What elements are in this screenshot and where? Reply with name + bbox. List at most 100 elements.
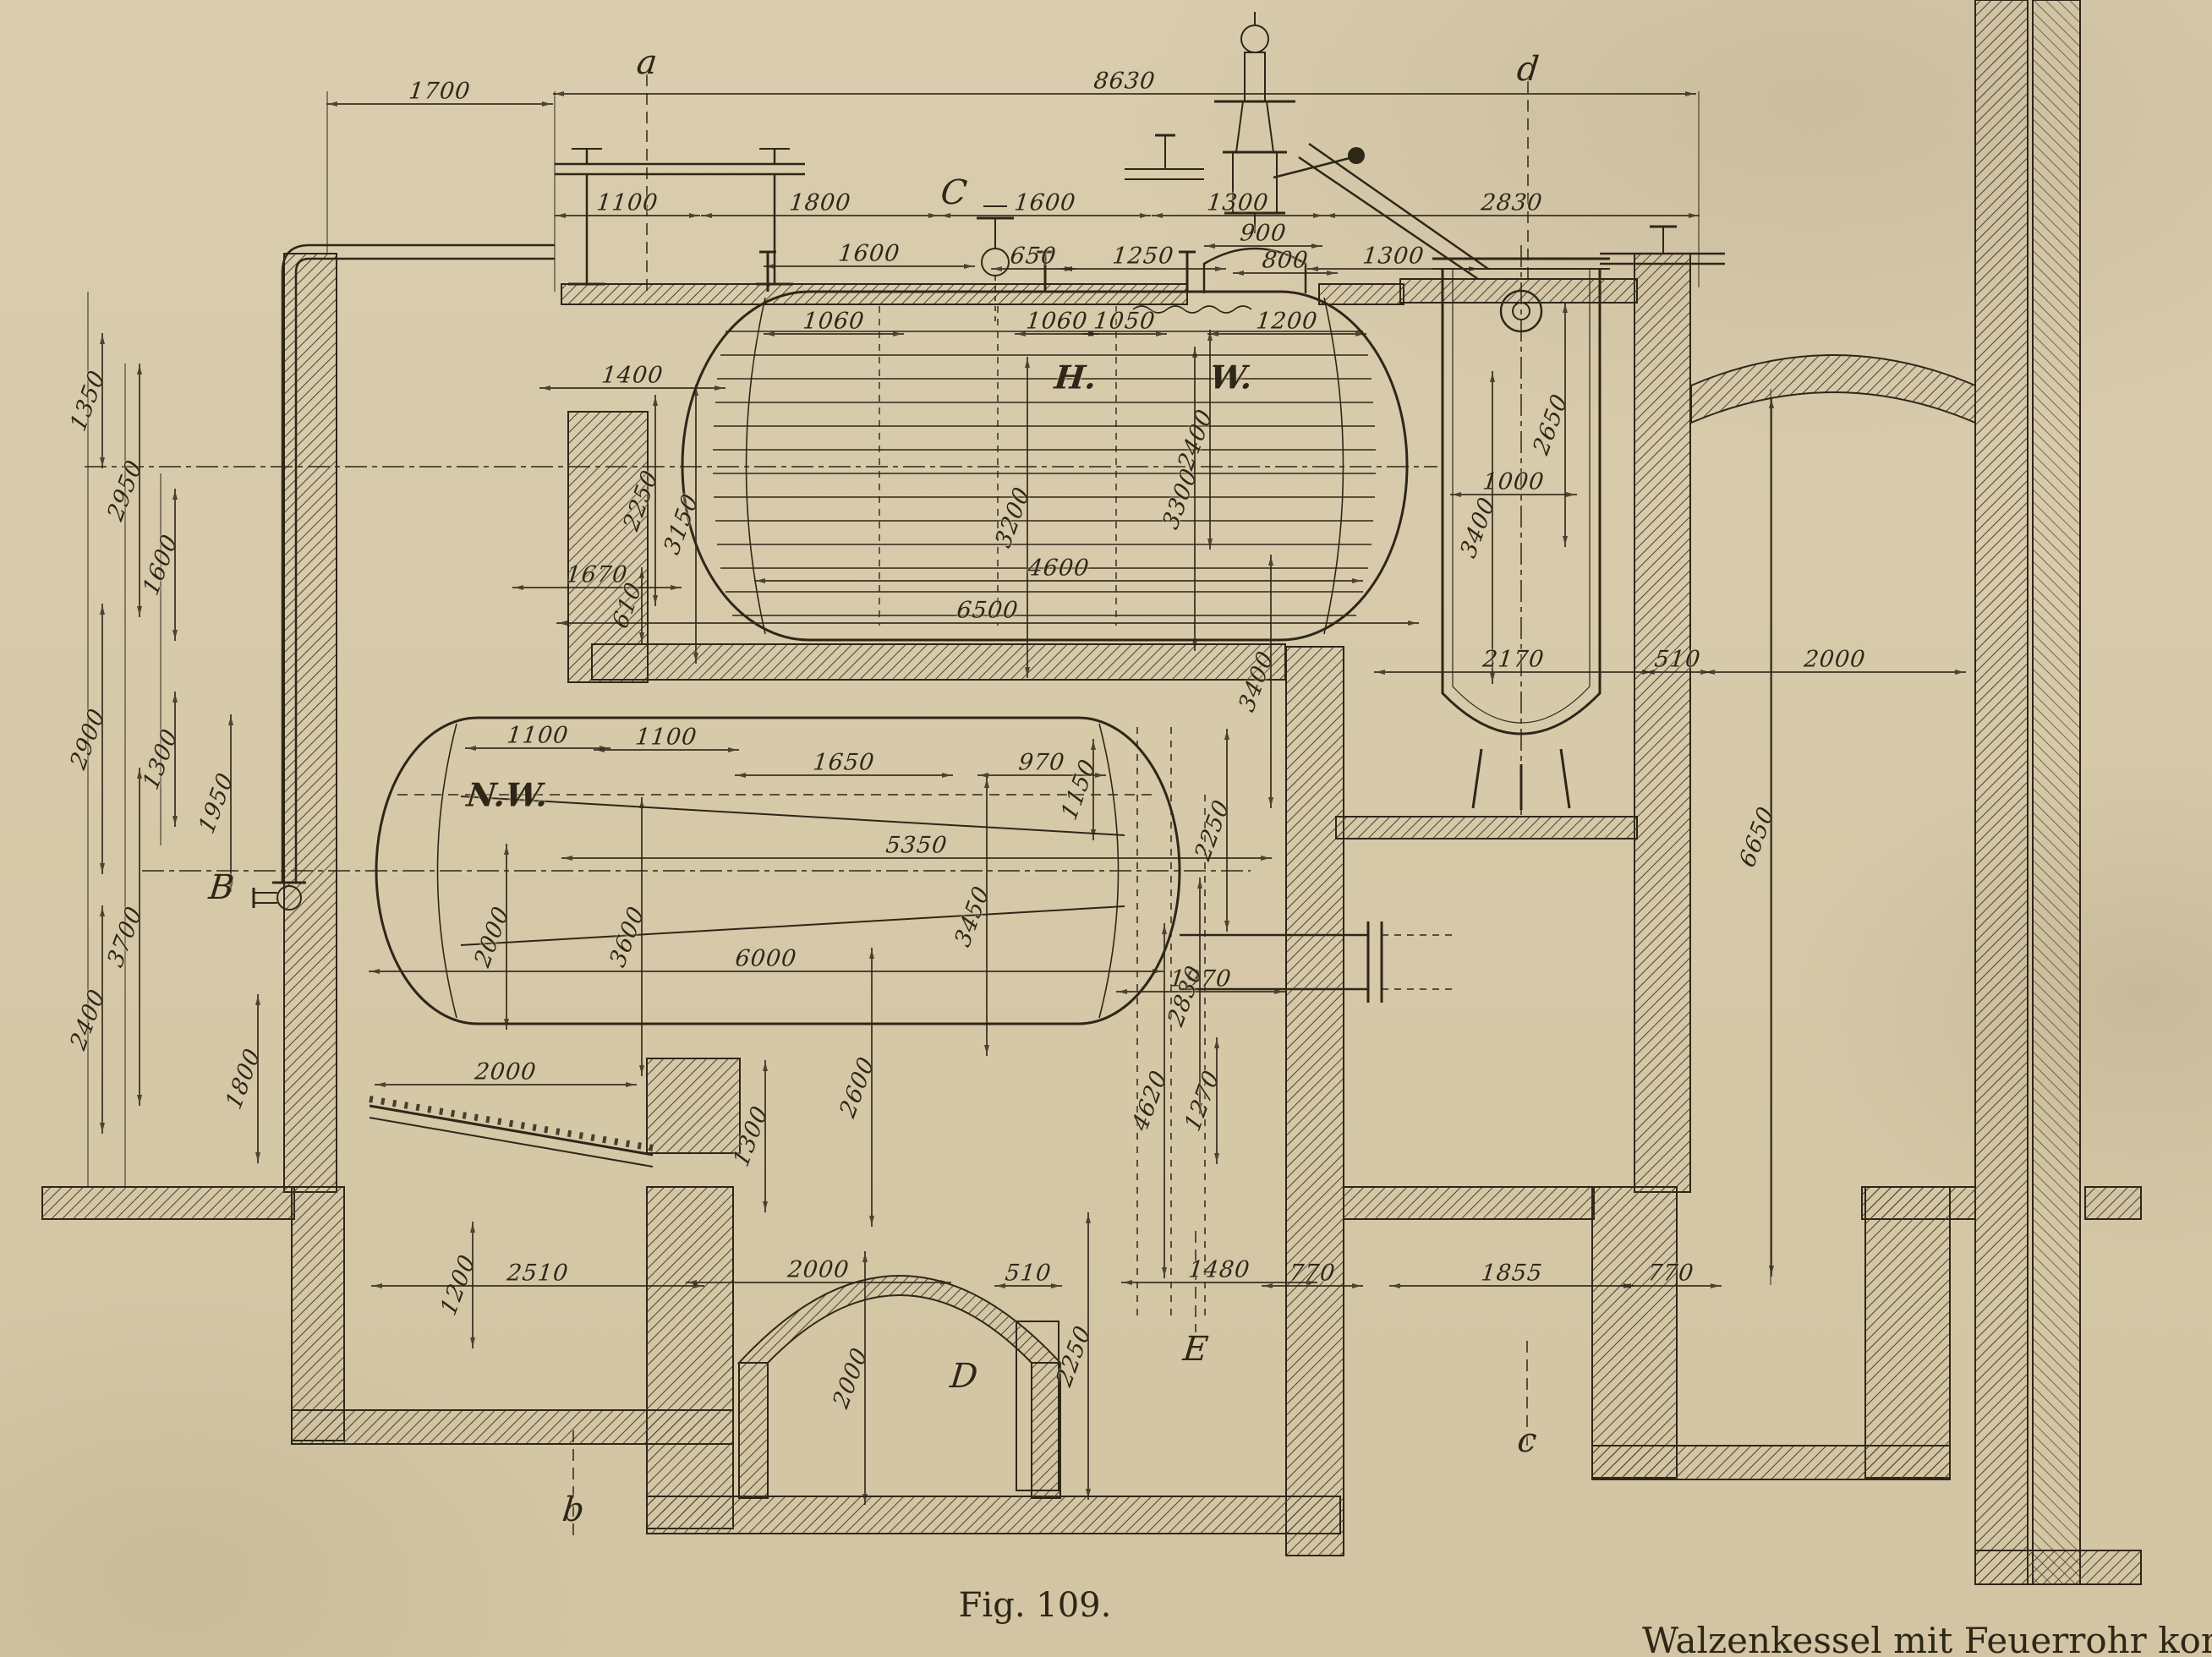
dimension-line xyxy=(99,604,105,874)
section-letter: H. xyxy=(1053,358,1098,396)
top-steam-pipe xyxy=(555,148,805,286)
fire-tubes xyxy=(713,331,1376,616)
dimension-line xyxy=(1374,669,1653,675)
dimension-line xyxy=(1224,729,1229,932)
dimension-line xyxy=(764,331,904,336)
dimension-label: 2000 xyxy=(469,902,515,971)
dimension-label: 2510 xyxy=(506,1260,570,1287)
dimension-line xyxy=(994,1282,1062,1288)
dimension-line xyxy=(638,797,644,1076)
dimension-line xyxy=(172,489,178,641)
dimension-label: 1700 xyxy=(408,78,472,105)
dimension-label: 2170 xyxy=(1481,646,1546,673)
dimension-line xyxy=(1620,1282,1722,1288)
dimension-line xyxy=(555,212,700,218)
dimension-label: 2000 xyxy=(1803,646,1867,673)
dimension-line xyxy=(862,1251,868,1505)
dimension-label: 8630 xyxy=(1092,68,1157,95)
dimension-label: 2250 xyxy=(1190,796,1235,865)
dimension-label: 1650 xyxy=(812,749,876,776)
dimension-line xyxy=(553,90,1696,96)
left-standpipe xyxy=(252,243,555,911)
dimension-line xyxy=(1704,669,1966,675)
dimension-label: 2950 xyxy=(102,456,148,525)
section-letter: N.W. xyxy=(464,775,550,814)
dimension-line xyxy=(735,772,953,778)
dimension-label: 1400 xyxy=(600,362,665,389)
dimension-label: 1250 xyxy=(1111,243,1175,270)
dimension-label: 770 xyxy=(1288,1260,1337,1287)
dimension-line xyxy=(686,1279,951,1285)
dimension-label: 4620 xyxy=(1127,1066,1173,1135)
dimension-line xyxy=(693,385,698,664)
dimension-label: 1200 xyxy=(1255,308,1319,335)
dimension-line xyxy=(1191,347,1197,651)
dimension-label: 1100 xyxy=(595,189,660,216)
dimension-label: 3150 xyxy=(659,489,704,559)
section-letter: d xyxy=(1514,50,1541,89)
dimension-line xyxy=(594,746,739,752)
dimension-label: 1300 xyxy=(728,1102,774,1171)
dimension-label: 1050 xyxy=(1092,308,1157,335)
dimension-line xyxy=(1082,331,1167,336)
dimension-line xyxy=(652,395,658,606)
dimension-label: 770 xyxy=(1646,1260,1695,1287)
masonry-walls xyxy=(41,0,2142,1585)
section-letter: B xyxy=(206,868,237,907)
dimension-line xyxy=(1768,397,1774,1277)
dimension-label: 900 xyxy=(1239,220,1288,247)
dimension-label: 2900 xyxy=(65,704,111,774)
dimension-label: 2000 xyxy=(474,1058,538,1086)
dimension-line xyxy=(1204,243,1322,249)
dimension-label: 3200 xyxy=(990,483,1036,552)
section-letter: c xyxy=(1515,1421,1539,1460)
dimension-line xyxy=(503,844,509,1030)
flue-passages xyxy=(1016,727,1206,1491)
dimension-label: 1800 xyxy=(221,1044,266,1113)
dimension-label: 1300 xyxy=(1361,243,1426,270)
section-letter: D xyxy=(948,1357,980,1396)
dimension-line xyxy=(1389,1282,1634,1288)
dimension-line xyxy=(1116,988,1285,994)
figure-subcaption: Walzenkessel mit Feuerrohr kombiniert vo xyxy=(1642,1620,2212,1657)
dimension-label: 2400 xyxy=(65,985,111,1054)
dimension-label: 1600 xyxy=(138,530,183,599)
dimension-line xyxy=(1060,265,1226,271)
dimension-line xyxy=(868,948,874,1227)
dimension-label: 6000 xyxy=(734,945,798,972)
dimension-label: 1800 xyxy=(788,189,852,216)
dimension-label: 510 xyxy=(1653,646,1702,673)
dimension-label: 6500 xyxy=(955,597,1020,624)
dimension-line xyxy=(1262,1282,1363,1288)
dimension-line xyxy=(1489,371,1495,684)
dimension-line xyxy=(764,263,975,269)
feed-fitting xyxy=(1125,134,1204,180)
dimension-line xyxy=(1196,878,1202,1114)
dimension-line xyxy=(326,101,553,107)
dimension-line xyxy=(1233,270,1338,276)
dimension-label: 650 xyxy=(1009,243,1058,270)
section-letter: E xyxy=(1180,1330,1211,1369)
dimension-line xyxy=(1324,212,1700,218)
dimension-label: 1670 xyxy=(565,561,629,588)
dimension-label: 6650 xyxy=(1734,802,1780,872)
dimension-label: 5350 xyxy=(884,832,949,859)
dimension-label: 2600 xyxy=(835,1053,880,1122)
dimension-label: 2000 xyxy=(828,1343,873,1413)
figure-caption: Fig. 109. xyxy=(958,1586,1112,1625)
dimension-line xyxy=(539,385,725,391)
dimension-label: 3400 xyxy=(1455,493,1501,562)
dimension-line xyxy=(754,577,1363,583)
dimension-line xyxy=(227,714,233,892)
dimension-line xyxy=(1152,212,1324,218)
section-letter: a xyxy=(634,43,660,82)
dimension-line xyxy=(1307,265,1480,271)
dimension-label: 1480 xyxy=(1187,1256,1251,1283)
dimension-line xyxy=(1268,555,1273,808)
dimension-line xyxy=(977,772,1106,778)
dimension-label: 2830 xyxy=(1480,189,1544,216)
dimension-line xyxy=(136,768,142,1106)
dimension-label: 1855 xyxy=(1480,1260,1544,1287)
centerlines xyxy=(85,74,1529,1535)
